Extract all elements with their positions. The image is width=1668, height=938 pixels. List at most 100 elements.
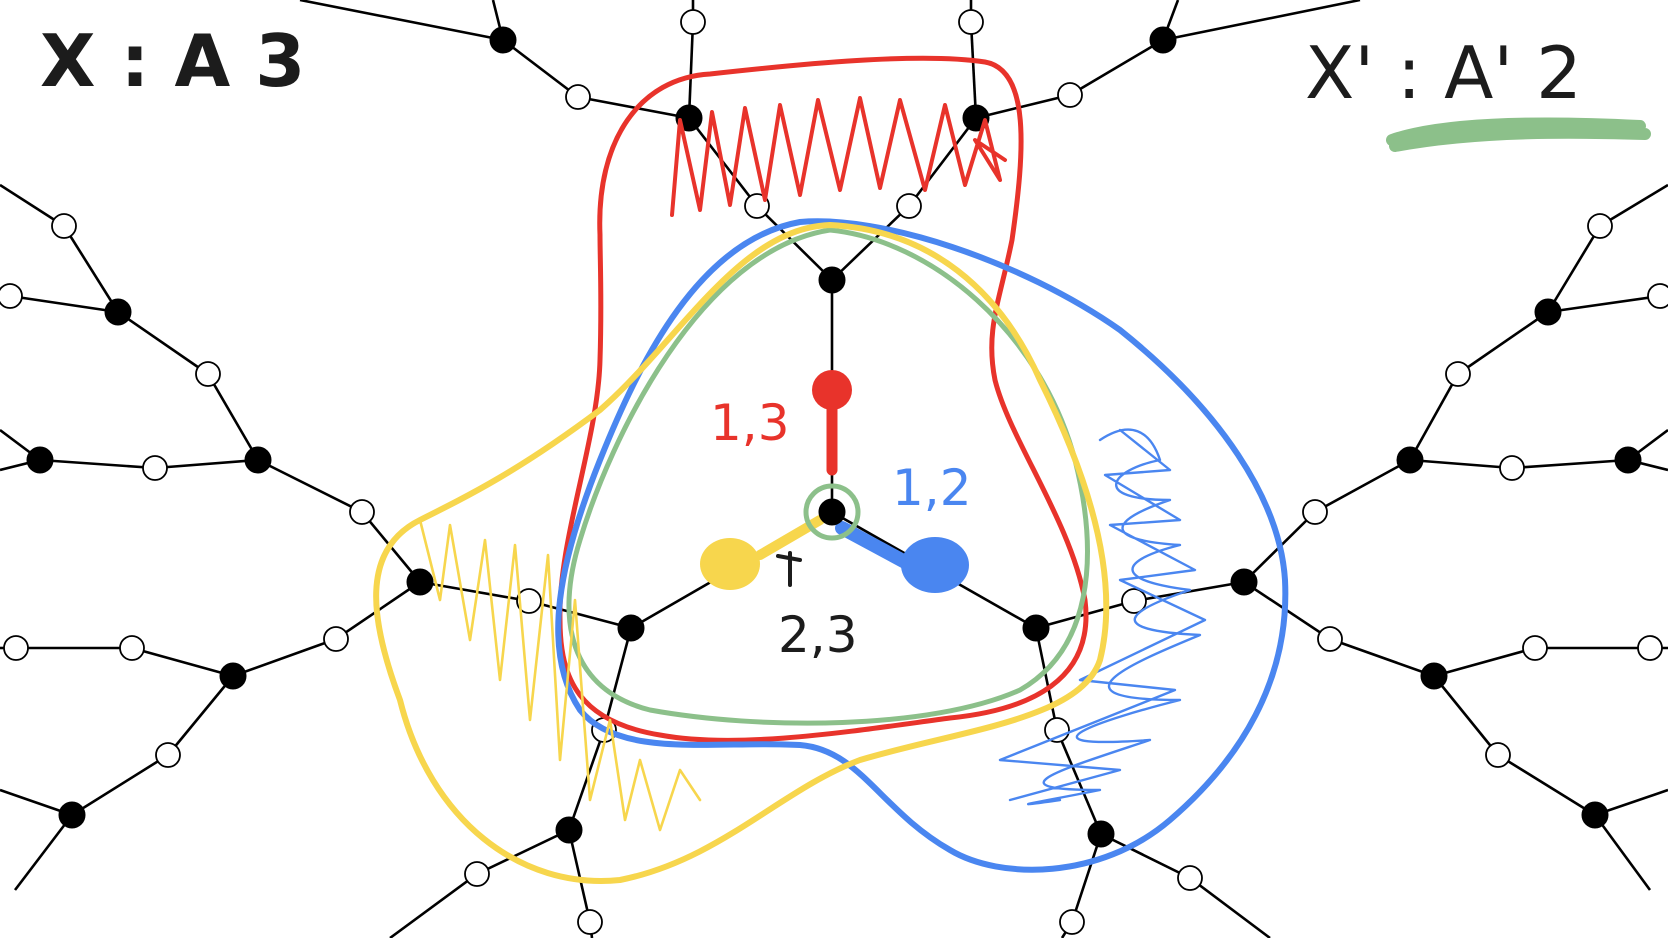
red-blob <box>812 370 852 410</box>
green-underline-stroke <box>1386 117 1651 152</box>
black-vertex <box>555 816 583 844</box>
graph-edge <box>577 95 690 120</box>
graph-edge <box>1511 458 1629 470</box>
graph-edge <box>1457 310 1549 376</box>
black-vertex <box>244 446 272 474</box>
graph-edge <box>1069 38 1164 97</box>
center-vertex <box>818 498 846 526</box>
white-vertex <box>1121 588 1147 614</box>
white-vertex <box>577 909 603 935</box>
white-vertex <box>323 626 349 652</box>
graph-edge <box>1497 753 1596 817</box>
white-vertex <box>0 283 23 309</box>
black-vertex <box>219 662 247 690</box>
graph-edge <box>1408 373 1460 461</box>
green-center-ring <box>803 483 861 541</box>
white-vertex <box>1302 499 1328 525</box>
graph-edge <box>389 872 478 938</box>
graph-edge <box>476 828 570 876</box>
blue-edge-label: 1,2 <box>892 459 972 517</box>
black-vertex <box>1581 801 1609 829</box>
white-vertex <box>896 193 922 219</box>
graph-edge <box>39 458 156 470</box>
graph-edge <box>502 38 579 99</box>
black-vertex <box>1149 26 1177 54</box>
white-vertex <box>1587 213 1613 239</box>
white-vertex <box>1057 82 1083 108</box>
white-vertex <box>142 455 168 481</box>
white-vertex <box>464 861 490 887</box>
yellow-region-outline <box>373 222 1110 884</box>
red-hatching <box>670 96 1007 217</box>
white-vertex <box>349 499 375 525</box>
black-vertex <box>1396 446 1424 474</box>
yellow-blob <box>700 538 760 590</box>
black-vertex <box>1534 298 1562 326</box>
white-vertex <box>195 361 221 387</box>
black-vertex <box>617 614 645 642</box>
right-title-label: X' : A' 2 <box>1305 31 1582 115</box>
graph-edge <box>907 117 978 207</box>
graph-edge <box>1599 183 1668 228</box>
yellow-hatching <box>418 518 702 832</box>
graph-edge <box>13 814 74 891</box>
graph-edge <box>71 753 169 817</box>
graph-edge <box>257 458 363 514</box>
black-tick-mark <box>776 551 802 587</box>
graph-edge <box>687 21 695 119</box>
red-edge-label: 1,3 <box>710 394 790 452</box>
graph-edge <box>1593 814 1652 891</box>
black-vertex <box>489 26 517 54</box>
white-vertex <box>3 635 29 661</box>
black-vertex <box>818 266 846 294</box>
black-vertex <box>1230 568 1258 596</box>
graph-edge <box>1432 675 1500 756</box>
graph-edge <box>131 646 234 678</box>
graph-edge <box>154 458 259 470</box>
graph-edge <box>975 93 1071 120</box>
graph-edge <box>62 225 120 313</box>
graph-edge <box>166 675 235 756</box>
graph-edge <box>756 205 833 281</box>
black-edge-label: 2,3 <box>778 606 858 664</box>
white-vertex <box>1637 635 1663 661</box>
black-vertex <box>1022 614 1050 642</box>
graph-edge <box>1329 637 1435 678</box>
graph-edge <box>1189 876 1271 938</box>
left-title-label: X : A 3 <box>40 19 305 103</box>
white-vertex <box>155 742 181 768</box>
graph-vertices <box>0 9 1668 935</box>
blue-blob <box>901 537 969 593</box>
graph-edge <box>1433 646 1536 678</box>
graph-edge <box>567 829 592 923</box>
white-vertex <box>1499 455 1525 481</box>
graph-edge <box>1034 627 1059 731</box>
graph-edge <box>419 580 530 603</box>
white-vertex <box>119 635 145 661</box>
graph-edge <box>1546 225 1602 313</box>
graph-edge <box>232 637 337 678</box>
graph-edge <box>9 294 119 314</box>
blue-hatching <box>998 428 1207 806</box>
graph-edge <box>1314 458 1411 514</box>
graph-edge <box>1409 458 1513 470</box>
white-vertex <box>516 588 542 614</box>
black-vertex <box>58 801 86 829</box>
graph-edge <box>602 627 633 731</box>
graph-edge <box>969 21 978 119</box>
black-vertex <box>26 446 54 474</box>
graph-edge <box>1070 833 1103 923</box>
white-vertex <box>1485 742 1511 768</box>
graph-edge <box>206 373 260 461</box>
graph-edge <box>117 310 209 376</box>
blue-region-outline <box>555 218 1289 873</box>
graph-edge <box>1547 294 1661 314</box>
black-vertex <box>1087 820 1115 848</box>
black-vertex <box>1614 446 1642 474</box>
white-vertex <box>51 213 77 239</box>
black-vertex <box>1420 662 1448 690</box>
white-vertex <box>958 9 984 35</box>
white-vertex <box>1445 361 1471 387</box>
